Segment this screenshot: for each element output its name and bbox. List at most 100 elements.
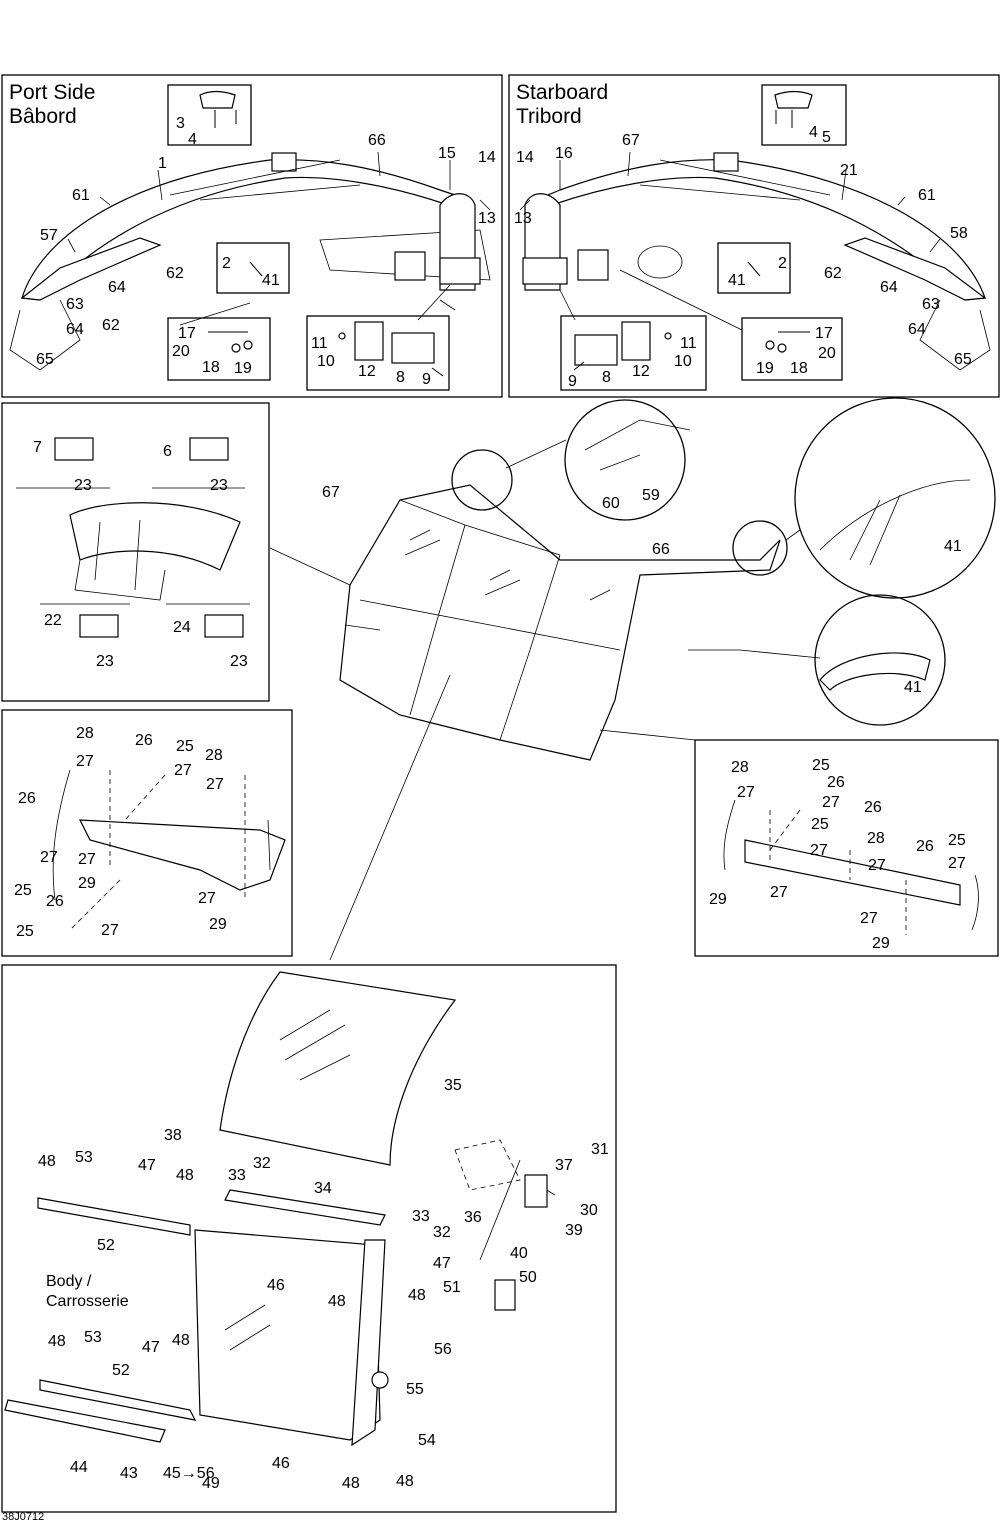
callout: 32 bbox=[253, 1155, 271, 1172]
starboard-hull-outline bbox=[919, 299, 991, 371]
left-hardware-panel bbox=[1, 709, 293, 957]
inset-8-12-starboard bbox=[560, 315, 707, 391]
inset-2-41 bbox=[216, 242, 290, 294]
callout: 22 bbox=[44, 612, 62, 629]
callout: 27 bbox=[206, 776, 224, 793]
callout: 48 bbox=[172, 1332, 190, 1349]
callout: 27 bbox=[770, 884, 788, 901]
starboard-leaders bbox=[519, 151, 941, 331]
callout: 27 bbox=[174, 762, 192, 779]
callout: 66 bbox=[368, 132, 386, 149]
callout: 9 bbox=[422, 371, 431, 388]
callout: 41 bbox=[728, 272, 746, 289]
callout: 62 bbox=[824, 265, 842, 282]
callout: 29 bbox=[209, 916, 227, 933]
nut-11 bbox=[338, 332, 346, 340]
body-label-line1: Body / bbox=[46, 1273, 92, 1290]
callout: 43 bbox=[120, 1465, 138, 1482]
port-title-fr: Bâbord bbox=[9, 105, 77, 128]
callout: 53 bbox=[84, 1329, 102, 1346]
inset-8-12 bbox=[306, 315, 450, 391]
callout: 19 bbox=[756, 360, 774, 377]
callout: 26 bbox=[916, 838, 934, 855]
callout: 27 bbox=[810, 842, 828, 859]
callout: 18 bbox=[202, 359, 220, 376]
callout: 33 bbox=[228, 1167, 246, 1184]
glass-reflections bbox=[404, 529, 611, 601]
callout: 8 bbox=[602, 369, 611, 386]
callout: 10 bbox=[317, 353, 335, 370]
callout: 29 bbox=[709, 891, 727, 908]
port-title-en: Port Side bbox=[9, 81, 95, 104]
callout: 47 bbox=[142, 1339, 160, 1356]
callout: 23 bbox=[210, 477, 228, 494]
callout: 27 bbox=[78, 851, 96, 868]
callout: 6 bbox=[163, 443, 172, 460]
callout: 12 bbox=[358, 363, 376, 380]
callout: 47 bbox=[433, 1255, 451, 1272]
inset-4-5 bbox=[761, 84, 847, 146]
inset-41-2 bbox=[717, 242, 791, 294]
callout: 11 bbox=[311, 335, 328, 352]
seal-profile-41 bbox=[819, 652, 931, 691]
callout: 27 bbox=[822, 794, 840, 811]
port-windshield-glass bbox=[169, 159, 361, 201]
callout: 50 bbox=[519, 1269, 537, 1286]
callout: 13 bbox=[514, 210, 532, 227]
callout: 41 bbox=[944, 538, 962, 555]
plate-12 bbox=[354, 321, 384, 361]
rail-52-top bbox=[37, 1197, 191, 1236]
callout: 67 bbox=[622, 132, 640, 149]
left-hardware-frame bbox=[1, 709, 293, 957]
callout: 11 bbox=[680, 335, 697, 352]
brackets-panel bbox=[1, 402, 270, 702]
callout: 46 bbox=[272, 1455, 290, 1472]
callout: 41 bbox=[262, 272, 280, 289]
detail-circle-59-60 bbox=[564, 399, 686, 521]
windshield-rails bbox=[344, 599, 621, 651]
callout: 29 bbox=[78, 875, 96, 892]
callout: 26 bbox=[18, 790, 36, 807]
drawing-number: 38J0712 bbox=[2, 1511, 44, 1523]
callout: 27 bbox=[40, 849, 58, 866]
port-side-frame bbox=[1, 74, 503, 398]
port-tower-arch bbox=[21, 159, 456, 301]
callout: 48 bbox=[408, 1287, 426, 1304]
callout: 60 bbox=[602, 495, 620, 512]
inset-3-4 bbox=[167, 84, 252, 146]
starboard-tower-leg bbox=[843, 237, 987, 301]
brackets-frame bbox=[1, 402, 270, 702]
callout: 19 bbox=[234, 360, 252, 377]
detail-circle-right bbox=[732, 520, 788, 576]
port-side-panel: Port Side Bâbord bbox=[1, 74, 503, 398]
strip-34 bbox=[224, 1189, 386, 1226]
lift-window-38 bbox=[219, 971, 457, 1166]
strip-44 bbox=[4, 1399, 166, 1443]
callout: 21 bbox=[840, 162, 858, 179]
callout: 48 bbox=[328, 1293, 346, 1310]
callout: 64 bbox=[108, 279, 126, 296]
callout: 25 bbox=[14, 882, 32, 899]
callout: 25 bbox=[176, 738, 194, 755]
callout: 28 bbox=[205, 747, 223, 764]
callout: 28 bbox=[867, 830, 885, 847]
hinge-8 bbox=[391, 332, 435, 364]
callout: 55 bbox=[406, 1381, 424, 1398]
starboard-panel: Starboard Tribord bbox=[508, 74, 1000, 398]
starboard-plate bbox=[577, 249, 609, 281]
callout: 14 bbox=[516, 149, 534, 166]
callout: 15 bbox=[438, 145, 456, 162]
callout: 9 bbox=[568, 373, 577, 390]
callout: 14 bbox=[478, 149, 496, 166]
callout: 54 bbox=[418, 1432, 436, 1449]
callout: 64 bbox=[880, 279, 898, 296]
callout: 66 bbox=[652, 541, 670, 558]
callout: 20 bbox=[172, 343, 190, 360]
starboard-tower-arch bbox=[547, 159, 986, 301]
callout: 28 bbox=[76, 725, 94, 742]
callout: 63 bbox=[922, 296, 940, 313]
callout: 65 bbox=[954, 351, 972, 368]
callout: 56 bbox=[434, 1341, 452, 1358]
door-panel-frame bbox=[1, 964, 617, 1513]
callout: 28 bbox=[731, 759, 749, 776]
